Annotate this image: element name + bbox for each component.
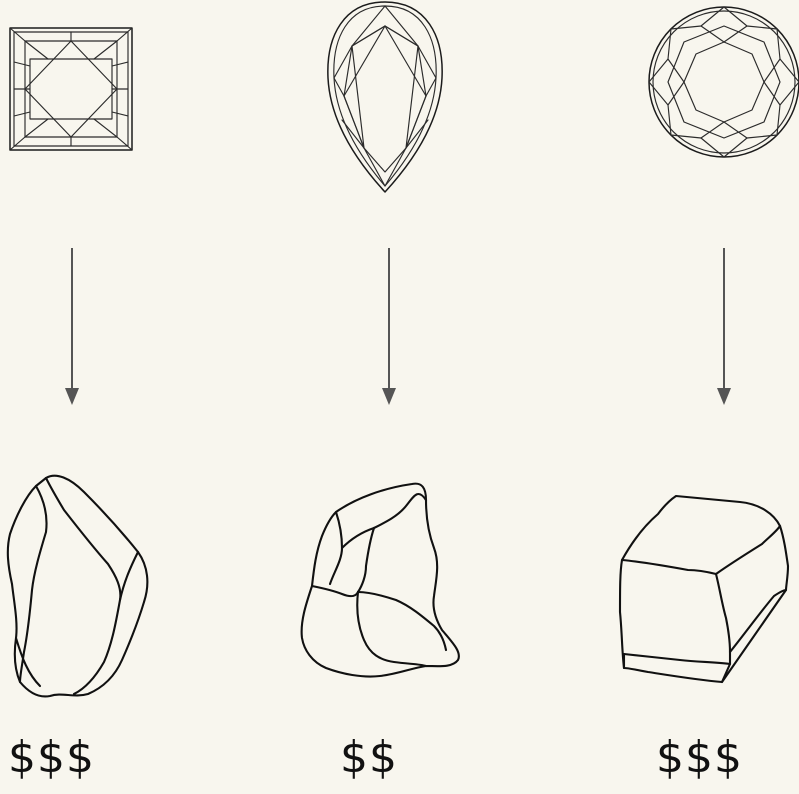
column-round: $$$ xyxy=(532,0,799,794)
arrow-down-icon xyxy=(714,248,734,408)
rough-stone-elongated-icon xyxy=(4,472,154,702)
column-princess: $$$ xyxy=(0,0,266,794)
round-brilliant-cut-diamond-icon xyxy=(646,4,799,160)
price-label: $$ xyxy=(340,725,398,791)
princess-cut-diamond-icon xyxy=(8,26,134,152)
price-label: $$$ xyxy=(8,725,95,791)
arrow-down-icon xyxy=(379,248,399,408)
column-pear: $$ xyxy=(266,0,532,794)
arrow-down-icon xyxy=(62,248,82,408)
rough-stone-block-icon xyxy=(618,492,794,688)
pear-cut-diamond-icon xyxy=(322,0,448,196)
price-label: $$$ xyxy=(656,725,743,791)
rough-stone-irregular-icon xyxy=(300,480,466,684)
